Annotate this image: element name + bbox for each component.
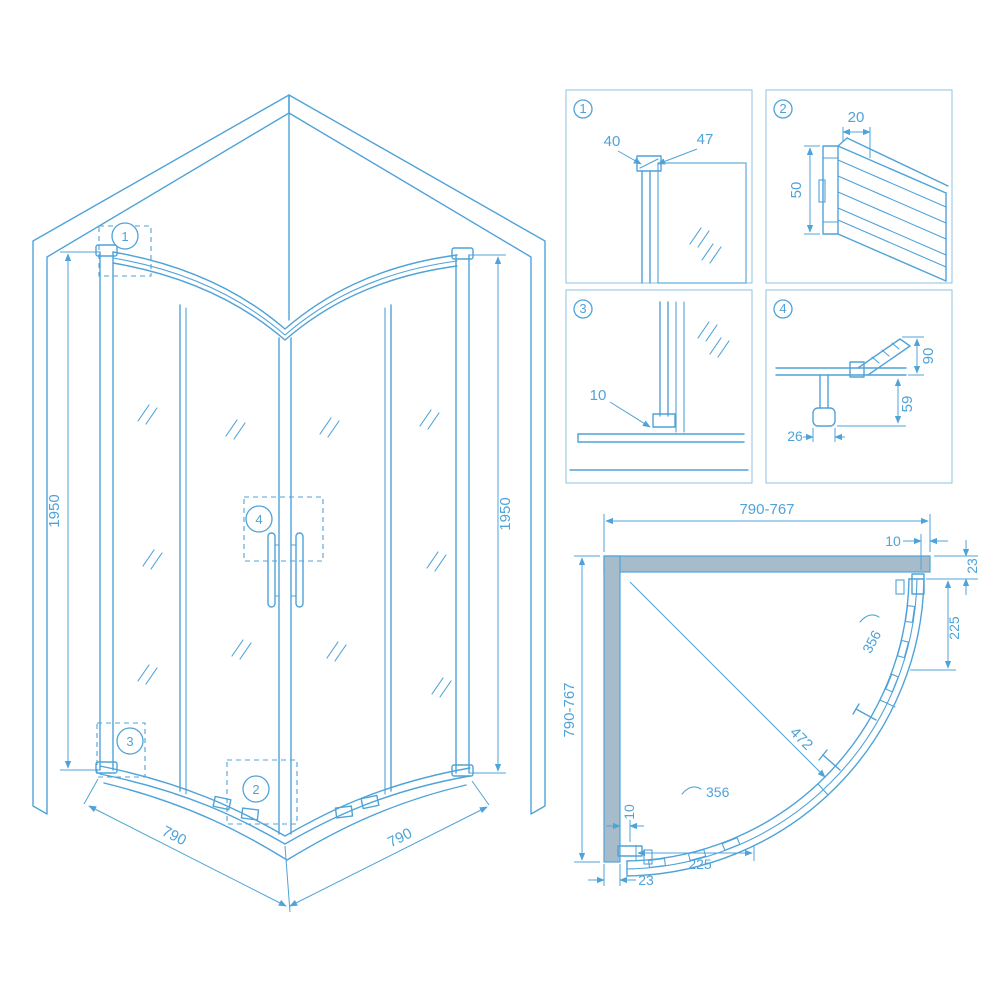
plan-dim-right-wall: 23 — [964, 558, 980, 574]
callout-1: 1 — [121, 229, 128, 244]
detail-1-dim-b: 47 — [697, 131, 714, 148]
detail-1-dim-a: 40 — [604, 133, 621, 150]
plan-dim-bottom-panel: 225 — [688, 856, 712, 872]
plan-dim-left-span: 790-767 — [561, 682, 578, 737]
base-tray — [99, 765, 471, 861]
plan-dim-right-panel: 225 — [946, 616, 962, 640]
plan-walls — [603, 555, 931, 863]
callout-2: 2 — [252, 782, 259, 797]
iso-callouts: 1 2 3 4 — [96, 222, 324, 825]
plan-view: 790-767 10 23 225 356 472 — [561, 501, 980, 888]
iso-view: 1950 1950 790 790 1 2 3 — [32, 94, 546, 913]
detail-box-2: 2 20 50 — [765, 89, 953, 284]
plan-dim-bottom-gap: 10 — [621, 804, 637, 820]
detail-2-label: 2 — [779, 101, 786, 116]
plan-dim-radius-bottom: 356 — [706, 784, 730, 800]
plan-dim-top-offset: 10 — [885, 533, 901, 549]
frame-posts — [95, 244, 474, 777]
detail-4-dim-b: 26 — [787, 428, 803, 444]
detail-box-1: 1 40 47 — [565, 89, 753, 284]
detail-3-label: 3 — [579, 301, 586, 316]
plan-dimensions: 790-767 10 23 225 356 472 — [561, 501, 980, 888]
top-rail — [112, 251, 458, 341]
dim-width-right: 790 — [385, 825, 415, 852]
dim-height-right: 1950 — [497, 497, 514, 530]
iso-dimensions: 1950 1950 790 790 — [46, 251, 514, 913]
plan-dim-diagonal: 472 — [786, 724, 816, 754]
detail-2-dim-height: 50 — [788, 182, 805, 199]
detail-box-3: 3 10 — [565, 289, 753, 484]
plan-dim-bottom-wall: 23 — [638, 872, 654, 888]
door-handles — [267, 532, 304, 608]
walls — [32, 94, 546, 815]
detail-4-dim-a: 90 — [920, 348, 937, 365]
detail-1-label: 1 — [579, 101, 586, 116]
callout-3: 3 — [126, 734, 133, 749]
dim-width-left: 790 — [159, 823, 189, 850]
detail-box-4: 4 90 26 59 — [765, 289, 953, 484]
detail-4-dim-c: 59 — [899, 396, 916, 413]
dim-height-left: 1950 — [46, 494, 63, 527]
glass-panels — [137, 304, 452, 835]
plan-dim-top-span: 790-767 — [739, 501, 794, 518]
callout-4: 4 — [255, 512, 262, 527]
detail-3-dim-gap: 10 — [590, 387, 607, 404]
detail-2-dim-width: 20 — [848, 109, 865, 126]
detail-4-label: 4 — [779, 301, 786, 316]
plan-dim-radius-top: 356 — [859, 627, 884, 655]
